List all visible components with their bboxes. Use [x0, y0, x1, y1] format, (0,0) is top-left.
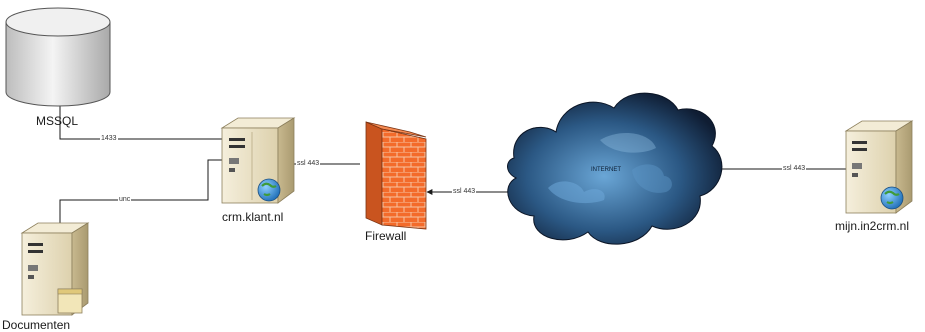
- edge-label-unc: unc: [118, 195, 132, 204]
- crm-server-label: crm.klant.nl: [222, 210, 284, 224]
- internet-label: INTERNET: [591, 167, 621, 173]
- file-server-icon: [20, 222, 90, 316]
- firewall-label: Firewall: [365, 229, 407, 243]
- edge-label-internet-firewall: ssl 443: [452, 187, 477, 196]
- cloud-icon: [507, 92, 723, 245]
- server-globe-icon: [844, 120, 914, 214]
- edge-label-firewall-crm: ssl 443: [296, 159, 321, 168]
- server-globe-icon: [220, 117, 296, 204]
- documents-label: Documenten: [2, 318, 71, 332]
- mssql-label: MSSQL: [36, 114, 79, 128]
- database-cylinder-icon: [5, 7, 111, 107]
- edge-label-1433: 1433: [100, 134, 118, 143]
- firewall-brick-icon: [365, 121, 427, 230]
- remote-server-label: mijn.in2crm.nl: [835, 219, 910, 233]
- edge-label-remote-internet: ssl 443: [782, 164, 807, 173]
